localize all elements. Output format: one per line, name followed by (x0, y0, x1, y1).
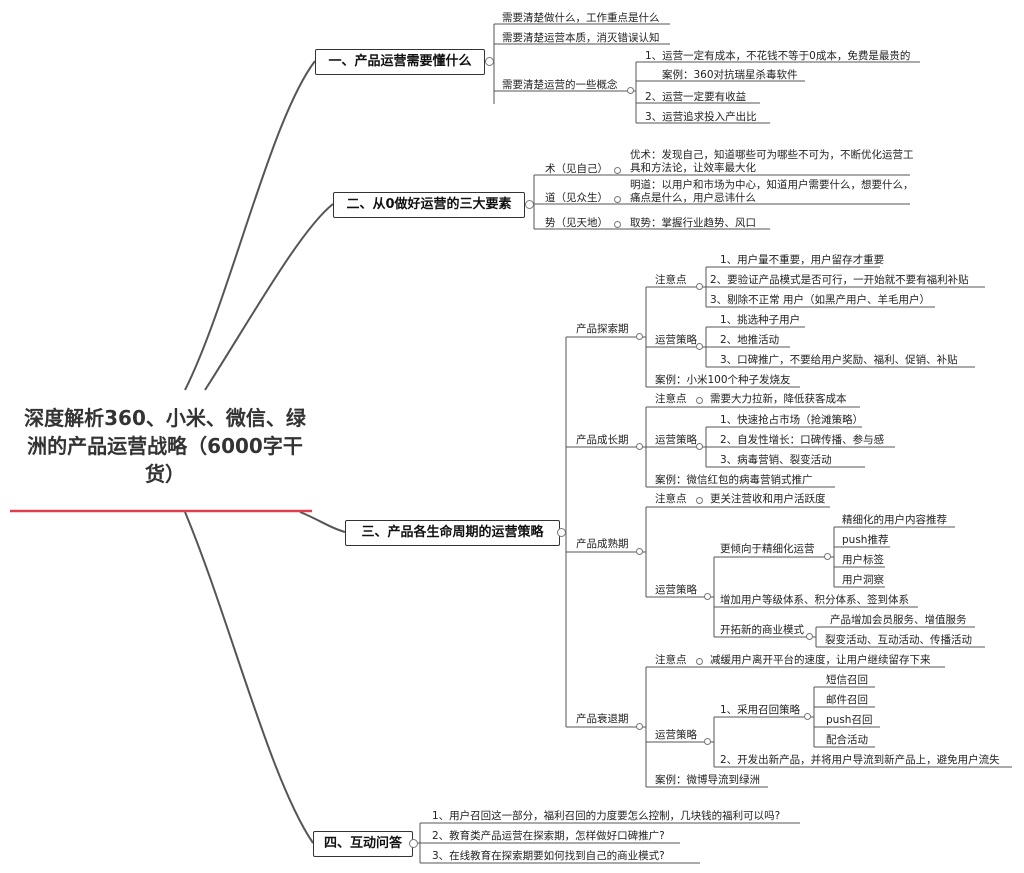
collapse-toggle-icon[interactable] (704, 738, 711, 745)
topic-item[interactable]: 需要清楚运营的一些概念 (502, 79, 618, 91)
topic-item[interactable]: 用户标签 (842, 554, 884, 566)
collapse-toggle-icon[interactable] (704, 593, 711, 600)
topic-item[interactable]: 1、用户量不重要，用户留存才重要 (720, 254, 885, 266)
topic-item[interactable]: 增加用户等级体系、积分体系、签到体系 (720, 594, 909, 606)
topic-item[interactable]: 2、开发出新产品，并将用户导流到新产品上，避免用户流失 (720, 754, 1000, 766)
collapse-toggle-icon[interactable] (696, 397, 703, 404)
topic-item[interactable]: 精细化的用户内容推荐 (842, 514, 947, 526)
branch-1-topic[interactable]: 一、产品运营需要懂什么 (315, 49, 485, 75)
collapse-toggle-icon[interactable] (696, 283, 703, 290)
topic-item[interactable]: 注意点 (655, 393, 687, 405)
collapse-toggle-icon[interactable] (525, 200, 534, 209)
topic-item[interactable]: 1、采用召回策略 (720, 704, 801, 716)
collapse-toggle-icon[interactable] (804, 713, 811, 720)
topic-item[interactable]: 3、运营追求投入产出比 (645, 111, 757, 123)
topic-item[interactable]: 产品增加会员服务、增值服务 (830, 614, 967, 626)
topic-item[interactable]: push召回 (826, 714, 873, 726)
topic-item[interactable]: 短信召回 (826, 674, 868, 686)
collapse-toggle-icon[interactable] (614, 221, 621, 228)
topic-item[interactable]: 更关注营收和用户活跃度 (710, 493, 826, 505)
topic-item[interactable]: 案例：微信红包的病毒营销式推广 (655, 474, 813, 486)
topic-item[interactable]: 注意点 (655, 274, 687, 286)
topic-item[interactable]: 需要大力拉新，降低获客成本 (710, 393, 847, 405)
collapse-toggle-icon[interactable] (627, 87, 634, 94)
topic-item[interactable]: 案例：小米100个种子发烧友 (655, 374, 791, 386)
topic-item[interactable]: 势（见天地） (545, 217, 608, 229)
topic-item[interactable]: 用户洞察 (842, 574, 884, 586)
collapse-toggle-icon[interactable] (614, 167, 621, 174)
topic-item[interactable]: 3、病毒营销、裂变活动 (720, 454, 832, 466)
collapse-toggle-icon[interactable] (696, 658, 703, 665)
topic-item[interactable]: 运营策略 (655, 729, 697, 741)
topic-item[interactable]: 减缓用户离开平台的速度，让用户继续留存下来 (710, 654, 931, 666)
topic-item[interactable]: 1、挑选种子用户 (720, 314, 801, 326)
topic-item[interactable]: 注意点 (655, 493, 687, 505)
topic-item[interactable]: 运营策略 (655, 334, 697, 346)
topic-item[interactable]: 1、运营一定有成本，不花钱不等于0成本，免费是最贵的 (645, 50, 911, 62)
branch-2-topic[interactable]: 二、从0做好运营的三大要素 (333, 192, 525, 218)
collapse-toggle-icon[interactable] (636, 333, 643, 340)
topic-item[interactable]: 1、用户召回这一部分，福利召回的力度要怎么控制，几块钱的福利可以吗? (432, 810, 781, 822)
collapse-toggle-icon[interactable] (696, 443, 703, 450)
collapse-toggle-icon[interactable] (557, 528, 566, 537)
topic-item[interactable]: 案例：微博导流到绿洲 (655, 774, 760, 786)
topic-item[interactable]: 2、自发性增长：口碑传播、参与感 (720, 434, 885, 446)
topic-item[interactable]: 开拓新的商业模式 (720, 624, 804, 636)
topic-item[interactable]: 需要清楚做什么，工作重点是什么 (502, 12, 660, 24)
topic-item[interactable]: 术（见自己） (545, 163, 608, 175)
topic-item[interactable]: 明道：以用户和市场为中心，知道用户需要什么，想要什么，痛点是什么，用户忌讳什么 (630, 179, 914, 204)
root-topic[interactable]: 深度解析360、小米、微信、绿洲的产品运营战略（6000字干货） (24, 406, 306, 486)
collapse-toggle-icon[interactable] (485, 57, 494, 66)
collapse-toggle-icon[interactable] (409, 839, 418, 848)
collapse-toggle-icon[interactable] (696, 343, 703, 350)
collapse-toggle-icon[interactable] (696, 497, 703, 504)
topic-item[interactable]: 3、剔除不正常 用户（如黑产用户、羊毛用户） (710, 294, 931, 306)
topic-item[interactable]: 产品探索期 (576, 323, 629, 335)
topic-item[interactable]: 邮件召回 (826, 694, 868, 706)
topic-item[interactable]: 1、快速抢占市场（抢滩策略） (720, 414, 864, 426)
topic-item[interactable]: 2、要验证产品模式是否可行，一开始就不要有福利补贴 (710, 274, 969, 286)
topic-item[interactable]: 2、教育类产品运营在探索期，怎样做好口碑推广? (432, 830, 665, 842)
topic-item[interactable]: 注意点 (655, 654, 687, 666)
topic-item[interactable]: 产品成熟期 (576, 538, 629, 550)
topic-item[interactable]: 产品成长期 (576, 434, 629, 446)
topic-item[interactable]: 裂变活动、互动活动、传播活动 (825, 634, 972, 646)
topic-item[interactable]: push推荐 (842, 534, 889, 546)
topic-item[interactable]: 案例：360对抗瑞星杀毒软件 (662, 69, 798, 81)
topic-item[interactable]: 取势：掌握行业趋势、风口 (630, 217, 756, 229)
branch-3-topic[interactable]: 三、产品各生命周期的运营策略 (345, 520, 560, 546)
collapse-toggle-icon[interactable] (824, 553, 831, 560)
topic-item[interactable]: 产品衰退期 (576, 713, 629, 725)
topic-item[interactable]: 配合活动 (826, 734, 868, 746)
collapse-toggle-icon[interactable] (636, 443, 643, 450)
topic-item[interactable]: 2、运营一定要有收益 (645, 91, 747, 103)
topic-item[interactable]: 3、在线教育在探索期要如何找到自己的商业模式? (432, 850, 665, 862)
collapse-toggle-icon[interactable] (636, 723, 643, 730)
topic-item[interactable]: 需要清楚运营本质，消灭错误认知 (502, 32, 660, 44)
branch-4-topic[interactable]: 四、互动问答 (313, 831, 413, 857)
topic-item[interactable]: 3、口碑推广，不要给用户奖励、福利、促销、补贴 (720, 354, 958, 366)
topic-item[interactable]: 更倾向于精细化运营 (720, 543, 815, 555)
collapse-toggle-icon[interactable] (806, 633, 813, 640)
topic-item[interactable]: 运营策略 (655, 584, 697, 596)
topic-item[interactable]: 优术：发现自己，知道哪些可为哪些不可为，不断优化运营工具和方法论，让效率最大化 (630, 149, 914, 174)
collapse-toggle-icon[interactable] (614, 196, 621, 203)
collapse-toggle-icon[interactable] (636, 548, 643, 555)
topic-item[interactable]: 道（见众生） (545, 192, 608, 204)
topic-item[interactable]: 2、地推活动 (720, 334, 780, 346)
topic-item[interactable]: 运营策略 (655, 434, 697, 446)
